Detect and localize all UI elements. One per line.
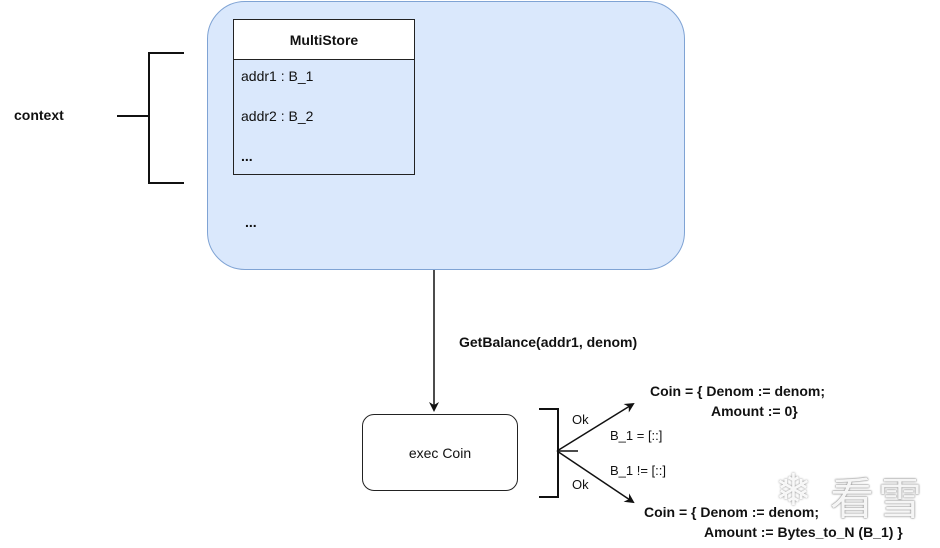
branch-ok-label-1: Ok xyxy=(572,412,589,427)
multistore-row-ellipsis: ... xyxy=(241,148,253,164)
branch-ok-label-2: Ok xyxy=(572,477,589,492)
result-empty-line1: Coin = { Denom := denom; xyxy=(650,383,826,399)
branch-condition-empty: B_1 = [::] xyxy=(610,428,663,443)
snowflake-icon: ❄ xyxy=(775,466,812,515)
result-empty-line2: Amount := 0} xyxy=(711,403,798,419)
context-bracket-tick xyxy=(117,115,149,117)
multistore-title: MultiStore xyxy=(234,20,414,60)
watermark-text: 看雪 xyxy=(830,475,926,524)
multistore-box[interactable]: MultiStore addr1 : B_1 addr2 : B_2 ... xyxy=(233,19,415,175)
get-balance-label: GetBalance(addr1, denom) xyxy=(459,334,638,350)
multistore-row-addr1: addr1 : B_1 xyxy=(241,68,314,84)
context-label: context xyxy=(14,107,64,123)
multistore-row-addr2: addr2 : B_2 xyxy=(241,108,314,124)
result-bracket xyxy=(539,408,559,498)
result-nonempty-line2: Amount := Bytes_to_N (B_1) } xyxy=(704,524,903,540)
exec-coin-box[interactable]: exec Coin xyxy=(362,414,518,491)
branch-arrow-nonempty xyxy=(556,450,635,504)
result-nonempty-line1: Coin = { Denom := denom; xyxy=(644,504,820,520)
branch-condition-nonempty: B_1 != [::] xyxy=(610,463,667,478)
branch-arrow-empty xyxy=(556,402,635,452)
container-ellipsis: ... xyxy=(245,214,257,230)
context-bracket xyxy=(148,52,184,184)
exec-coin-label: exec Coin xyxy=(408,444,472,461)
